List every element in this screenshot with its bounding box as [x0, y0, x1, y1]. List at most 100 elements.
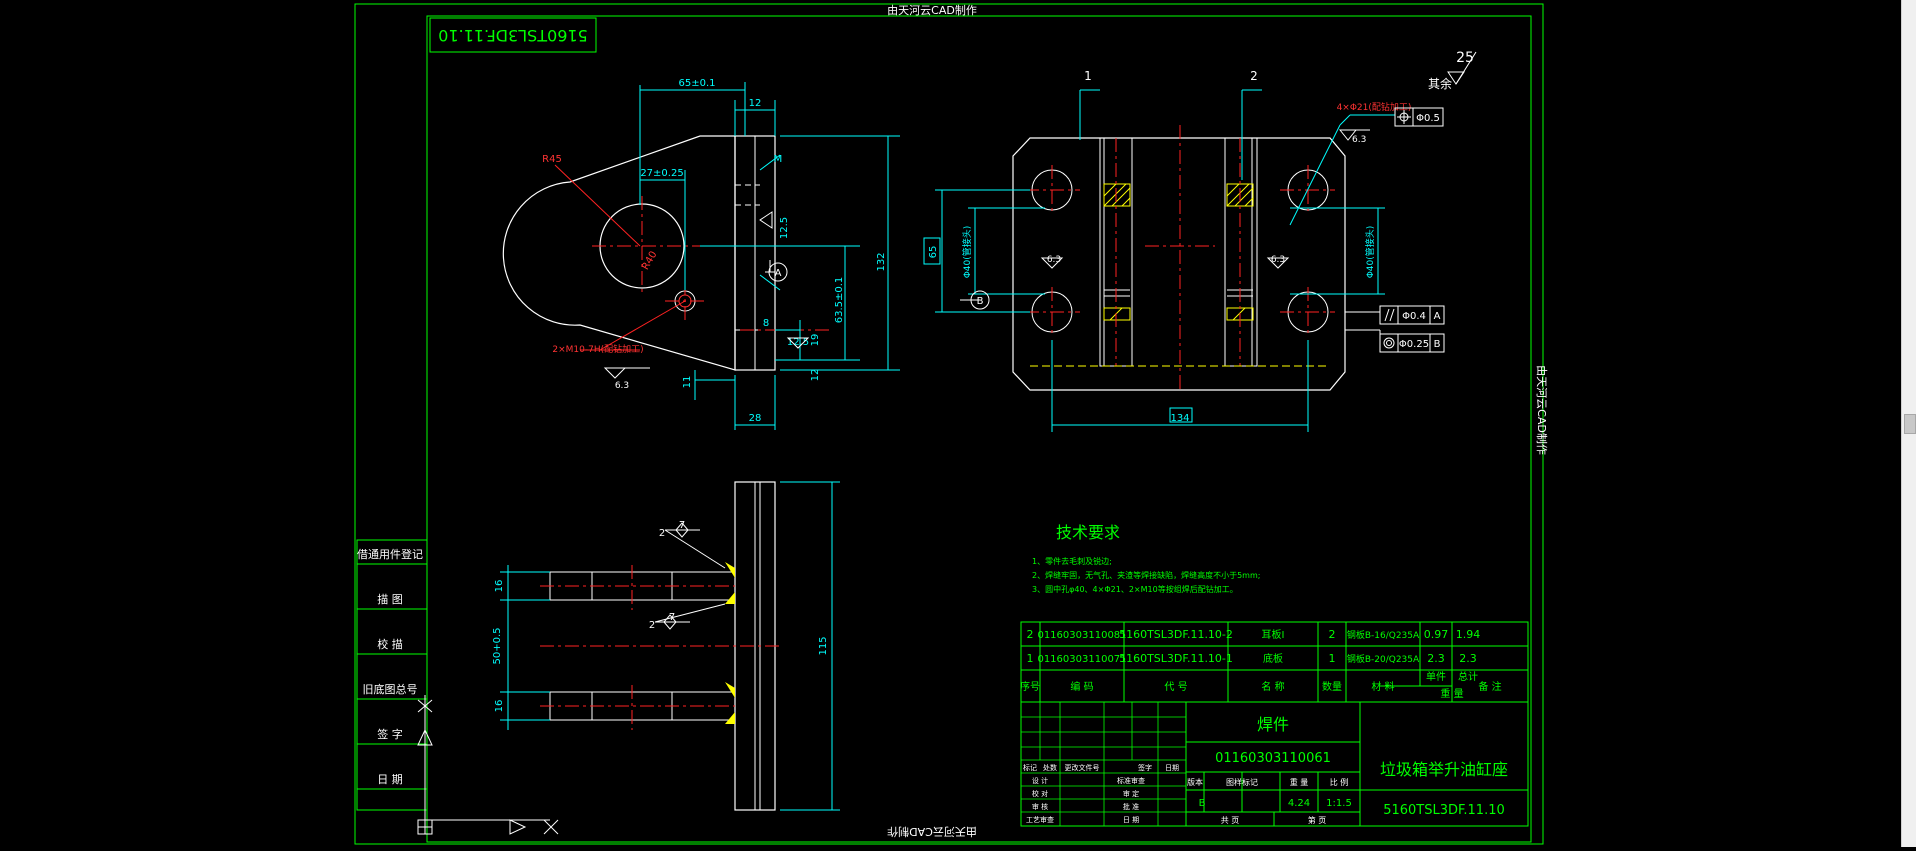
- bom-row-code: 01160303110081: [1037, 630, 1126, 641]
- bom-row-no: 1: [1027, 652, 1034, 665]
- vertical-scrollbar[interactable]: [1901, 0, 1916, 847]
- bom-row-qty: 2: [1329, 628, 1336, 641]
- left-strip-item: 签 字: [377, 727, 403, 741]
- scale-value: 1:1.5: [1326, 798, 1352, 809]
- bom-row-no: 2: [1027, 628, 1034, 641]
- technical-requirements: 技术要求 1、零件去毛刺及锐边; 2、焊缝牢固，无气孔、夹渣等焊接缺陷，焊缝高度…: [1032, 523, 1260, 594]
- left-strip-item: 描 图: [377, 592, 403, 606]
- svg-text:12: 12: [810, 369, 821, 382]
- bom-row-name: 底板: [1263, 652, 1283, 665]
- bom-header-unit: 单件: [1426, 671, 1446, 683]
- bom-row-material: 钢板B-16/Q235A: [1347, 629, 1420, 641]
- stage-value: B: [1199, 798, 1206, 809]
- svg-text:50+0.5: 50+0.5: [492, 627, 503, 664]
- svg-text:M: M: [774, 154, 783, 165]
- svg-text:Φ0.4: Φ0.4: [1402, 311, 1426, 322]
- role-left: 校 对: [1032, 789, 1048, 798]
- sig-header: 日期: [1165, 764, 1179, 772]
- svg-text:28: 28: [749, 413, 762, 424]
- bom-header-qty: 数量: [1322, 680, 1342, 693]
- svg-text:Φ40(管接头): Φ40(管接头): [1364, 226, 1376, 279]
- sig-header: 处数: [1043, 763, 1057, 772]
- svg-text:2、焊缝牢固，无气孔、夹渣等焊接缺陷，焊缝高度不小于5mm;: 2、焊缝牢固，无气孔、夹渣等焊接缺陷，焊缝高度不小于5mm;: [1032, 570, 1260, 580]
- svg-text:6.3: 6.3: [1047, 255, 1061, 265]
- svg-text:16: 16: [494, 700, 505, 713]
- role-right: 标准审查: [1117, 776, 1145, 785]
- weight-label: 重 量: [1290, 777, 1309, 787]
- outer-frame: [354, 3, 1544, 845]
- svg-text:A: A: [775, 268, 782, 279]
- weld-part-label: 焊件: [1257, 715, 1289, 734]
- svg-text:2: 2: [1250, 69, 1258, 83]
- bom-row-code: 01160303110071: [1037, 654, 1126, 665]
- svg-text:27±0.25: 27±0.25: [640, 168, 683, 179]
- svg-text:5160TSL3DF.11.10: 5160TSL3DF.11.10: [438, 26, 588, 45]
- parallel-tolerance: [1345, 305, 1445, 353]
- svg-text:7: 7: [679, 520, 685, 531]
- svg-text:2×M10-7H(配钻加工): 2×M10-7H(配钻加工): [552, 343, 643, 355]
- sig-header: 更改文件号: [1065, 763, 1100, 772]
- svg-text:6.3: 6.3: [1352, 135, 1366, 145]
- left-strip-item: 旧底图总号: [363, 682, 418, 696]
- svg-text:2: 2: [649, 620, 655, 631]
- weight-value: 4.24: [1288, 798, 1310, 809]
- bom-header-no: 序号: [1020, 680, 1040, 693]
- bom-row-name: 耳板Ⅰ: [1262, 628, 1285, 641]
- rest-roughness: 其余 25: [1428, 50, 1477, 91]
- bom-header-material: 材 料: [1371, 680, 1394, 693]
- inner-frame: [426, 15, 1532, 843]
- scale-label: 比 例: [1330, 777, 1349, 787]
- role-left: 工艺审查: [1026, 815, 1054, 824]
- bom-header-name: 名 称: [1261, 680, 1284, 693]
- svg-text:19: 19: [810, 334, 821, 347]
- bom-header-code: 编 码: [1070, 680, 1093, 693]
- role-right: 审 定: [1123, 789, 1139, 798]
- part-code: 01160303110061: [1215, 751, 1331, 766]
- datum-a: A: [765, 260, 788, 282]
- bom-row-material: 钢板B-20/Q235A: [1347, 653, 1420, 665]
- svg-text:技术要求: 技术要求: [1056, 523, 1120, 542]
- bom-row-unit: 2.3: [1427, 652, 1445, 665]
- sig-header: 标记: [1023, 763, 1037, 772]
- scrollbar-thumb[interactable]: [1904, 414, 1916, 434]
- svg-text:B: B: [977, 296, 984, 307]
- bom-row-drawing: 5160TSL3DF.11.10-2: [1119, 628, 1233, 641]
- bom-row-total: 2.3: [1459, 652, 1477, 665]
- bottom-view: 16 16 50+0.5 115 2 7 2 7: [492, 481, 840, 811]
- datum-b: [960, 290, 990, 310]
- bom-header-total: 总计: [1458, 670, 1478, 683]
- bom-row-drawing: 5160TSL3DF.11.10-1: [1119, 652, 1233, 665]
- sig-header: 签字: [1138, 763, 1152, 772]
- sheet-label: 第 页: [1308, 815, 1327, 825]
- svg-text:7: 7: [669, 612, 675, 623]
- watermark-top: 由天河云CAD制作: [887, 3, 977, 17]
- svg-text:65: 65: [928, 246, 939, 259]
- role-right: 批 准: [1123, 802, 1139, 811]
- part-name: 垃圾箱举升油缸座: [1380, 760, 1508, 779]
- drawing-code-box: 5160TSL3DF.11.10: [429, 17, 597, 53]
- svg-text:12.5: 12.5: [787, 337, 809, 348]
- svg-text:6.3: 6.3: [615, 381, 629, 391]
- svg-text:63.5±0.1: 63.5±0.1: [834, 277, 845, 324]
- svg-text:25: 25: [1456, 50, 1474, 66]
- bom-row-total: 1.94: [1456, 628, 1481, 641]
- mark-label: 图样标记: [1226, 777, 1258, 787]
- svg-text:132: 132: [876, 252, 887, 271]
- svg-text:1、零件去毛刺及锐边;: 1、零件去毛刺及锐边;: [1032, 556, 1112, 566]
- role-right: 日 期: [1123, 816, 1139, 824]
- stage-label: 版本: [1187, 777, 1203, 787]
- svg-text:Φ0.5: Φ0.5: [1416, 113, 1440, 124]
- svg-text:12.5: 12.5: [779, 217, 790, 239]
- svg-text:12: 12: [749, 98, 762, 109]
- bom-header-weight: 重 量: [1440, 687, 1463, 700]
- title-block: [1020, 701, 1529, 827]
- left-strip-item: 校 描: [377, 637, 403, 651]
- svg-text:8: 8: [763, 318, 769, 329]
- svg-text:6.3: 6.3: [1271, 255, 1285, 265]
- watermark-side: 由天河云CAD制作: [1535, 365, 1549, 455]
- origin-symbols: [417, 695, 559, 835]
- left-strip-item: 日 期: [377, 773, 403, 786]
- svg-text:Φ0.25: Φ0.25: [1399, 339, 1429, 350]
